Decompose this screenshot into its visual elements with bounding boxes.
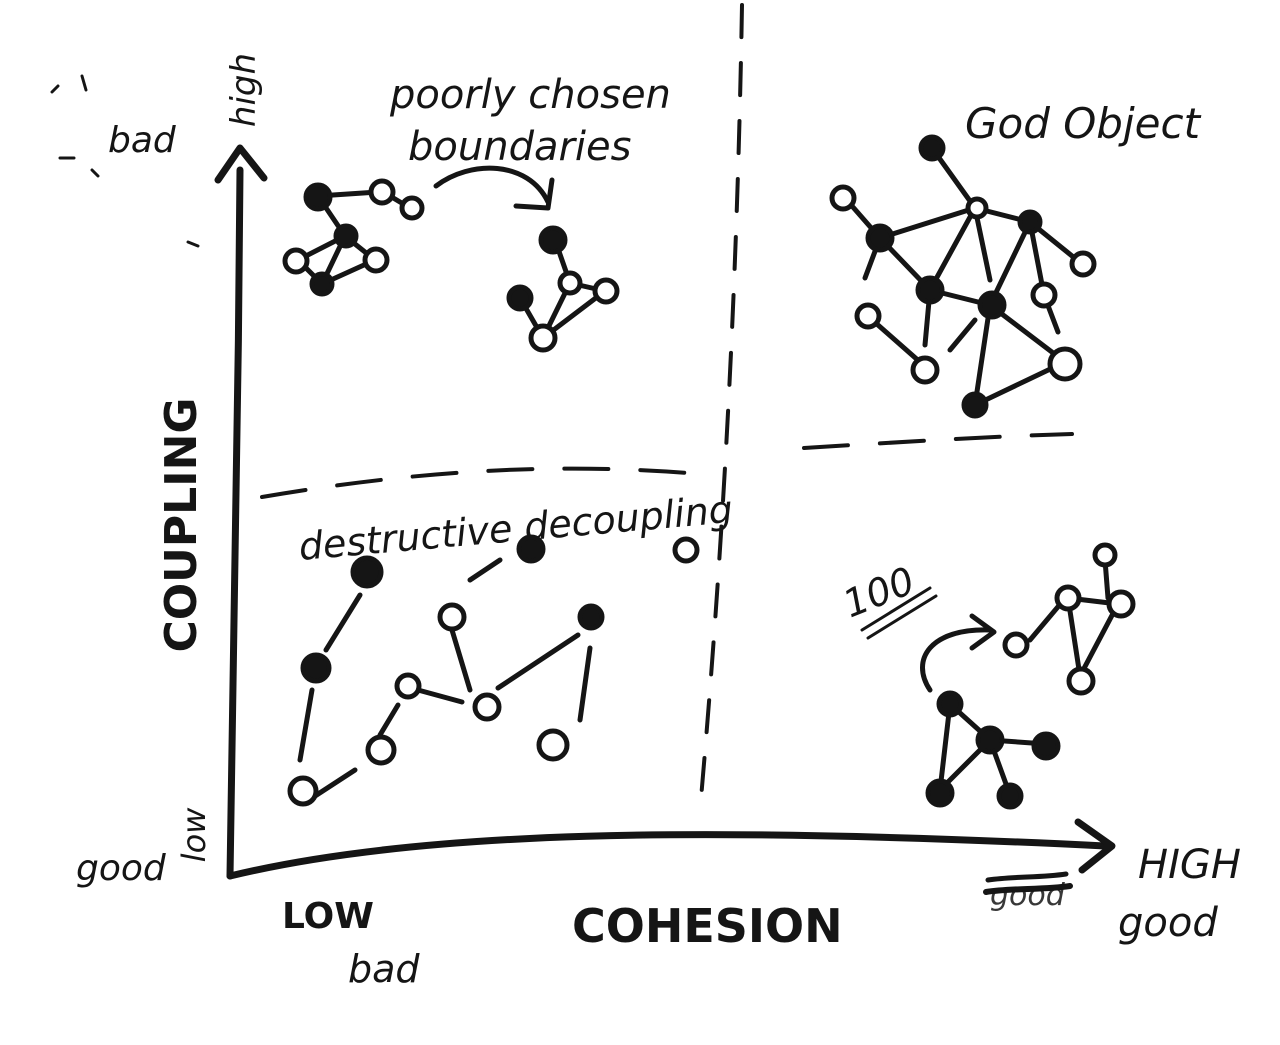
node-open xyxy=(362,246,390,274)
node-filled xyxy=(915,275,945,305)
x-axis-struck-word: good xyxy=(990,878,1066,913)
x-axis-high-label: HIGH xyxy=(1138,842,1241,888)
node-filled xyxy=(516,534,546,564)
cluster-bottom-right-a xyxy=(1002,542,1136,696)
node-filled xyxy=(865,223,895,253)
node-open xyxy=(536,728,570,762)
node-open xyxy=(365,734,397,766)
node-open xyxy=(557,270,583,296)
node-filled xyxy=(975,725,1005,755)
label-boundaries: boundaries xyxy=(408,124,631,170)
node-open xyxy=(1002,631,1030,659)
node-filled xyxy=(577,603,605,631)
node-filled xyxy=(309,271,335,297)
x-axis-low-quality: bad xyxy=(348,947,420,991)
node-open xyxy=(394,672,422,700)
node-open xyxy=(965,196,989,220)
node-open xyxy=(910,355,940,385)
node-filled xyxy=(936,690,964,718)
horizontal-divider xyxy=(260,432,1074,499)
y-axis xyxy=(214,144,268,880)
label-god-object: God Object xyxy=(965,99,1202,148)
node-filled xyxy=(925,778,955,808)
cluster-bottom-right-b xyxy=(925,690,1061,810)
node-filled xyxy=(1017,209,1043,235)
node-open xyxy=(1066,666,1096,696)
x-axis-low-label: LOW xyxy=(282,896,374,937)
y-axis-low-quality: good xyxy=(76,848,167,889)
cluster-destructive-decoupling xyxy=(287,534,700,807)
vertical-divider xyxy=(698,3,744,812)
x-axis-high-quality: good xyxy=(1118,900,1218,946)
y-axis-low-label: low xyxy=(175,807,213,862)
node-filled xyxy=(350,555,384,589)
struck-out-word: good xyxy=(983,871,1073,913)
node-filled xyxy=(303,182,333,212)
arrow-boundaries xyxy=(433,165,555,211)
node-filled xyxy=(506,284,534,312)
node-open xyxy=(1092,542,1118,568)
node-filled xyxy=(918,134,946,162)
node-open xyxy=(672,536,700,564)
node-open xyxy=(287,775,319,807)
cluster-top-left-b xyxy=(506,225,620,353)
node-open xyxy=(1030,281,1058,309)
label-100: 100 xyxy=(837,558,921,626)
x-axis-title: COHESION xyxy=(572,899,843,953)
node-filled xyxy=(961,391,989,419)
stray-marks xyxy=(50,74,200,248)
node-open xyxy=(1047,346,1083,382)
node-filled xyxy=(333,223,359,249)
note-strokes xyxy=(860,586,938,640)
node-open xyxy=(854,302,882,330)
cluster-top-left-a xyxy=(282,178,425,297)
y-axis-title: COUPLING xyxy=(156,397,207,652)
node-filled xyxy=(538,225,568,255)
cluster-god-object xyxy=(829,134,1097,419)
node-open xyxy=(472,692,502,722)
node-filled xyxy=(300,652,332,684)
node-open xyxy=(368,178,396,206)
x-axis xyxy=(226,818,1116,880)
label-poorly-chosen: poorly chosen xyxy=(389,72,671,118)
node-open xyxy=(829,184,857,212)
node-open xyxy=(399,195,425,221)
y-axis-high-label: high xyxy=(224,53,264,127)
node-open xyxy=(1054,584,1082,612)
node-open xyxy=(528,323,558,353)
arrow-recompose xyxy=(920,613,997,693)
y-axis-high-quality: bad xyxy=(108,120,177,161)
node-filled xyxy=(977,290,1007,320)
node-open xyxy=(1069,250,1097,278)
node-open xyxy=(592,277,620,305)
node-filled xyxy=(996,782,1024,810)
node-open xyxy=(437,602,467,632)
node-open xyxy=(1106,589,1136,619)
node-open xyxy=(282,247,310,275)
node-filled xyxy=(1031,731,1061,761)
